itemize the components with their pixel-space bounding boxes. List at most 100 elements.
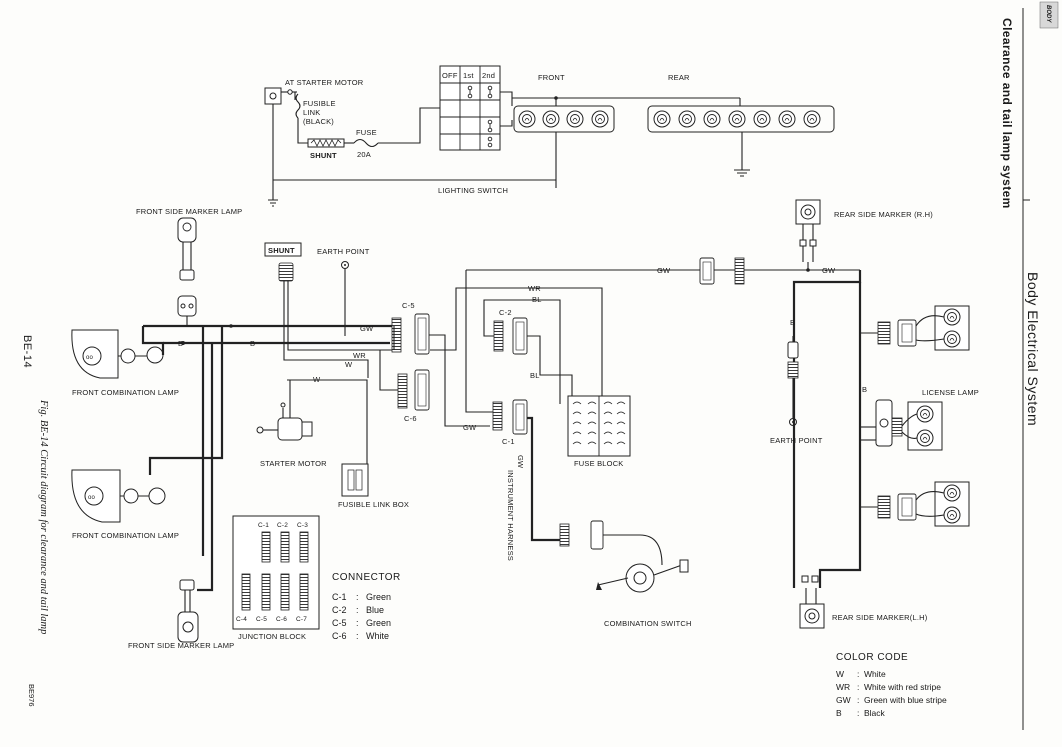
- svg-text::: :: [356, 605, 359, 615]
- svg-text:oo: oo: [86, 355, 94, 361]
- wire-tag-wr-1: WR: [353, 351, 366, 360]
- rear-side-marker-rh-label: REAR SIDE MARKER (R.H): [834, 210, 933, 219]
- front-label: FRONT: [538, 73, 565, 82]
- connector-legend-code-3: C-5: [332, 618, 347, 628]
- wire-tag-b-2: B: [178, 339, 183, 348]
- earth-point-right-label: EARTH POINT: [770, 436, 823, 445]
- front-side-marker-lamp-bottom: [177, 611, 199, 643]
- power-section: AT STARTER MOTOR FUSIBLE LINK (BLACK) SH…: [264, 65, 835, 207]
- rear-side-marker-lh-label: REAR SIDE MARKER(L.H): [832, 613, 928, 622]
- front-side-marker-lamp-top: [177, 217, 197, 243]
- combination-switch: [596, 559, 689, 593]
- c2-label: C-2: [499, 308, 512, 317]
- svg-text::: :: [356, 631, 359, 641]
- c6-label: C-6: [404, 414, 417, 423]
- connector-legend: CONNECTOR C-1 : Green C-2 : Blue C-5 : G…: [332, 572, 401, 641]
- fuse-label-2: 20A: [357, 150, 371, 159]
- svg-text::: :: [857, 669, 859, 679]
- color-code-meaning-4: Black: [864, 708, 886, 718]
- front-left-section: FRONT SIDE MARKER LAMP oo FRONT COMBINAT…: [71, 207, 392, 650]
- fusible-link-symbol: [295, 93, 301, 119]
- color-code-legend: COLOR CODE W : White WR : White with red…: [836, 652, 947, 718]
- fusible-link-box-label: FUSIBLE LINK BOX: [338, 500, 409, 509]
- rear-side-marker-rh: [795, 199, 821, 225]
- c5-connector-male: [391, 317, 402, 353]
- svg-text::: :: [857, 708, 859, 718]
- figure-caption: Fig. BE-14 Circuit diagram for clearance…: [38, 399, 49, 634]
- section-title: Body Electrical System: [1025, 272, 1041, 426]
- rear-harness-connector-male: [734, 257, 745, 285]
- battery-terminal: [264, 87, 282, 105]
- jb-c6-label: C-6: [276, 616, 287, 623]
- color-code-code-3: GW: [836, 695, 851, 705]
- front-combination-lamp-bottom: [71, 469, 121, 523]
- page-number: BE-14: [21, 335, 33, 368]
- at-starter-motor-label: AT STARTER MOTOR: [285, 78, 364, 87]
- wire-tag-bl-1: BL: [532, 295, 542, 304]
- color-code-code-4: B: [836, 708, 842, 718]
- c1-connector-male: [492, 401, 503, 431]
- front-combination-lamp-top: [71, 329, 119, 379]
- connector-legend-color-1: Green: [366, 592, 391, 602]
- wire-tag-gw-4: GW: [516, 455, 525, 469]
- svg-text::: :: [356, 592, 359, 602]
- switch-1st-label: 1st: [463, 71, 474, 80]
- wire-tag-b-1: B: [250, 339, 255, 348]
- color-code-meaning-3: Green with blue stripe: [864, 695, 947, 705]
- c2-connector-female: [512, 317, 528, 355]
- jb-c3-label: C-3: [297, 522, 308, 529]
- svg-text::: :: [356, 618, 359, 628]
- figure-code: BE976: [27, 684, 36, 707]
- color-code-meaning-1: White: [864, 669, 886, 679]
- color-code-code-2: WR: [836, 682, 850, 692]
- jb-c1-label: C-1: [258, 522, 269, 529]
- jb-c5-label: C-5: [256, 616, 267, 623]
- connector-legend-color-2: Blue: [366, 605, 384, 615]
- color-code-meaning-2: White with red stripe: [864, 682, 941, 692]
- front-side-marker-bottom-label: FRONT SIDE MARKER LAMP: [128, 641, 234, 650]
- shunt-small-label: SHUNT: [310, 151, 337, 160]
- lighting-switch: OFF 1st 2nd: [439, 65, 501, 151]
- color-code-code-1: W: [836, 669, 844, 679]
- fuse-label-1: FUSE: [356, 128, 377, 137]
- wire-tag-bl-2: BL: [530, 371, 540, 380]
- shunt-box-label: SHUNT: [268, 246, 295, 255]
- wire-tag-b-4: B: [862, 385, 867, 394]
- connector-legend-color-3: Green: [366, 618, 391, 628]
- subsection-title: Clearance and tail lamp system: [1000, 18, 1014, 209]
- fusible-link-box: [341, 463, 369, 497]
- rear-label: REAR: [668, 73, 690, 82]
- connector-legend-code-1: C-1: [332, 592, 347, 602]
- middle-section: SHUNT EARTH POINT GW B B WR W W C-5 C-6 …: [178, 242, 700, 628]
- jb-c4-label: C-4: [236, 616, 247, 623]
- fusible-link-label-3: (BLACK): [303, 117, 334, 126]
- combination-switch-label: COMBINATION SWITCH: [604, 619, 692, 628]
- earth-point-top-label: EARTH POINT: [317, 247, 370, 256]
- c5-connector-female: [414, 313, 430, 355]
- c5-label: C-5: [402, 301, 415, 310]
- combination-switch-connector-male: [559, 523, 570, 547]
- wire-tag-wr-2: WR: [528, 284, 541, 293]
- connector-legend-title: CONNECTOR: [332, 572, 401, 583]
- switch-off-label: OFF: [442, 71, 458, 80]
- fuse-symbol: [353, 138, 379, 148]
- wire-tag-gw-3: GW: [657, 266, 671, 275]
- front-lamp-bank: [513, 105, 615, 133]
- wire-tag-gw-2: GW: [463, 423, 477, 432]
- rear-side-marker-lh: [799, 603, 825, 629]
- svg-text::: :: [857, 682, 859, 692]
- front-side-marker-top-label: FRONT SIDE MARKER LAMP: [136, 207, 242, 216]
- starter-motor-label: STARTER MOTOR: [260, 459, 327, 468]
- junction-block-label: JUNCTION BLOCK: [238, 632, 306, 641]
- svg-text::: :: [857, 695, 859, 705]
- c6-connector-male: [397, 373, 408, 409]
- starter-motor: [277, 417, 303, 441]
- wire-tag-w-1: W: [345, 360, 353, 369]
- corner-label: BODY: [1045, 5, 1051, 23]
- color-code-title: COLOR CODE: [836, 652, 908, 663]
- wire-tag-gw-1: GW: [360, 324, 374, 333]
- front-combination-bottom-label: FRONT COMBINATION LAMP: [72, 531, 179, 540]
- shunt-box: [264, 242, 302, 257]
- rear-section: REAR SIDE MARKER (R.H) GW B B EARTH POIN…: [699, 199, 979, 629]
